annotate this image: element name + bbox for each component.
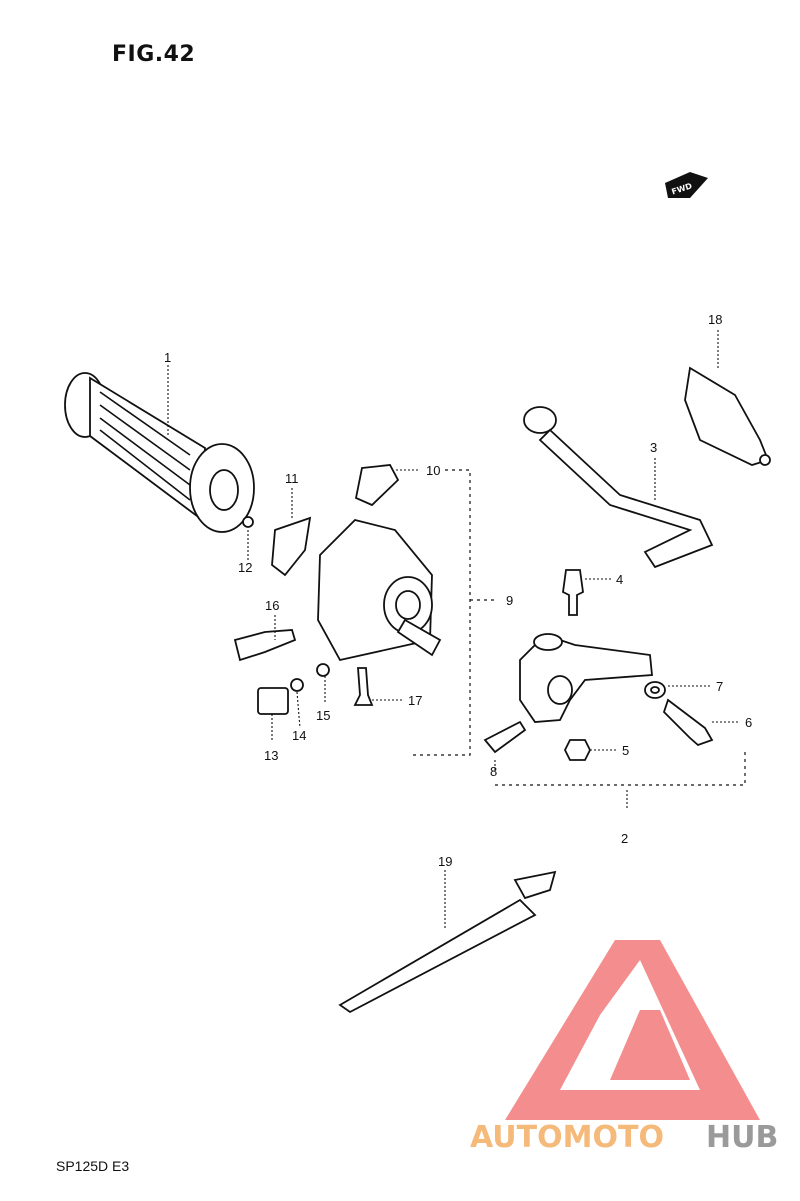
bolt-part — [562, 569, 584, 616]
switch-knob-part — [271, 516, 312, 577]
part-label-7: 7 — [716, 679, 723, 694]
part-label-17: 17 — [408, 693, 422, 708]
leader-line — [296, 691, 301, 729]
part-label-15: 15 — [316, 708, 330, 723]
part-label-18: 18 — [708, 312, 722, 327]
part-label-11: 11 — [285, 471, 299, 486]
part-label-6: 6 — [745, 715, 752, 730]
part-label-10: 10 — [426, 463, 440, 478]
switch-part — [233, 629, 297, 662]
bolt-part — [483, 720, 527, 754]
switch-knob-part — [354, 464, 400, 507]
automotohub-logo-icon — [505, 940, 760, 1120]
part-label-14: 14 — [292, 728, 306, 743]
group-bracket-2 — [495, 750, 746, 786]
nut-part — [563, 739, 592, 761]
switch-housing-part — [317, 519, 442, 662]
screw-part — [242, 516, 254, 528]
part-label-2: 2 — [621, 831, 628, 846]
lever-cover-part — [684, 366, 771, 466]
part-label-12: 12 — [238, 560, 252, 575]
forward-arrow-icon: FWD — [665, 172, 708, 198]
watermark-text-a: AUTOMOTO — [470, 1120, 664, 1155]
bolt-part — [662, 698, 714, 747]
part-label-1: 1 — [164, 350, 171, 365]
part-label-13: 13 — [264, 748, 278, 763]
part-label-19: 19 — [438, 854, 452, 869]
part-label-16: 16 — [265, 598, 279, 613]
lever-part — [523, 406, 714, 569]
grip-part — [64, 372, 255, 533]
model-label: SP125D E3 — [56, 1158, 130, 1174]
figure-title: FIG.42 — [112, 42, 196, 67]
part-label-9: 9 — [506, 593, 513, 608]
cable-tie-part — [338, 870, 557, 1014]
button-part — [257, 687, 289, 715]
lever-bracket-part — [519, 633, 653, 723]
part-label-5: 5 — [622, 743, 629, 758]
part-label-4: 4 — [616, 572, 623, 587]
group-bracket-9 — [412, 469, 471, 756]
part-label-3: 3 — [650, 440, 657, 455]
screw-part — [353, 667, 374, 706]
part-label-8: 8 — [490, 764, 497, 779]
spring-part — [316, 663, 330, 677]
spring-part — [290, 678, 304, 692]
washer-part — [650, 686, 660, 694]
watermark-text-b: HUB — [706, 1120, 778, 1155]
